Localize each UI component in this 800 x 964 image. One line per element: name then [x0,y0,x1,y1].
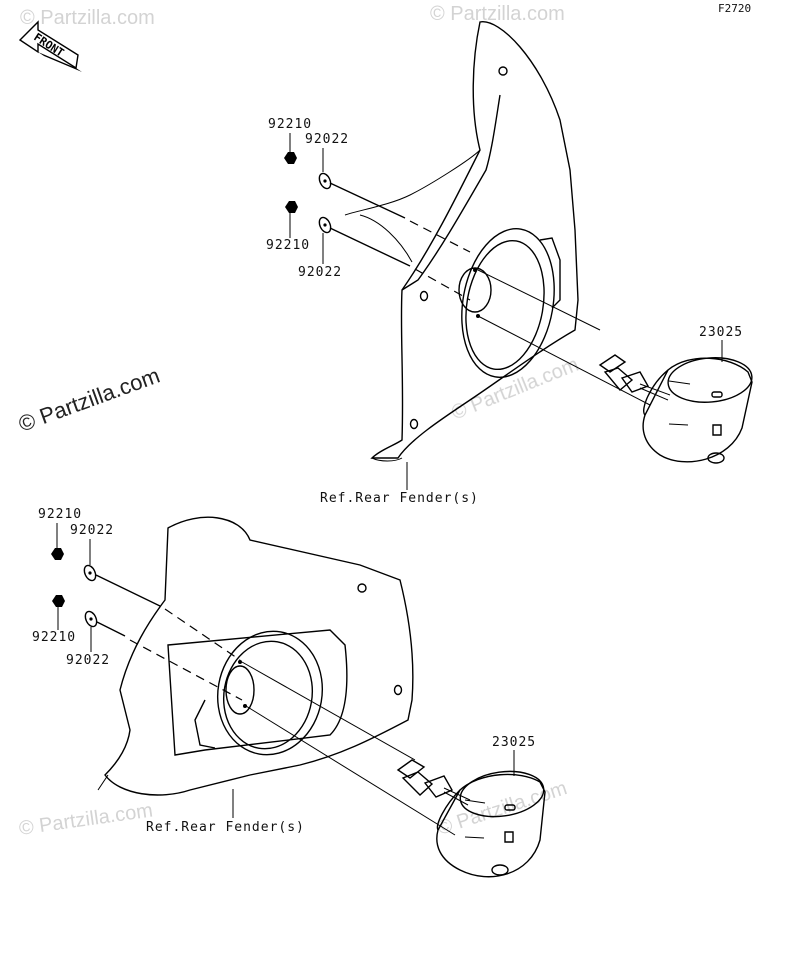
lower-label-washer-bottom: 92022 [66,653,110,668]
upper-washer-top [318,172,332,190]
lower-nut-bottom [52,595,65,607]
lower-nut-top [51,548,64,560]
lower-label-fender-ref: Ref.Rear Fender(s) [146,820,305,835]
lower-label-nut-bottom: 92210 [32,630,76,645]
upper-label-lamp: 23025 [699,325,743,340]
lower-washer-top [83,564,97,582]
faint-watermark-4: © Partzilla.com [18,799,155,840]
upper-rear-fender [344,21,579,462]
faint-watermark-5: © Partzilla.com [435,777,570,840]
upper-assembly: 92210 92022 92210 92022 23025 Ref.Rear F… [266,21,753,506]
upper-label-fender-ref: Ref.Rear Fender(s) [320,491,479,506]
lower-rear-fender [97,516,414,796]
lower-assembly: 92210 92022 92210 92022 23025 Ref.Rear F… [32,507,546,878]
upper-connector [598,354,671,401]
front-arrow-icon: FRONT [18,20,82,72]
upper-label-nut-bottom: 92210 [266,238,310,253]
upper-lamp [642,357,753,464]
lower-connector [396,759,471,806]
upper-label-nut-top: 92210 [268,117,312,132]
lower-washer-bottom [84,610,98,628]
upper-nut-bottom [285,201,298,213]
faint-watermark-3: © Partzilla.com [449,354,582,425]
upper-nut-top [284,152,297,164]
lower-label-lamp: 23025 [492,735,536,750]
upper-label-washer-bottom: 92022 [298,265,342,280]
faint-watermark-1: © Partzilla.com [20,7,155,29]
watermark-text: © Partzilla.com [15,363,163,437]
upper-washer-bottom [318,216,332,234]
upper-label-washer-top: 92022 [305,132,349,147]
faint-watermark-2: © Partzilla.com [430,3,565,25]
watermark: © Partzilla.com [15,363,163,437]
lower-label-washer-top: 92022 [70,523,114,538]
figure-code: F2720 [718,2,751,15]
lower-label-nut-top: 92210 [38,507,82,522]
